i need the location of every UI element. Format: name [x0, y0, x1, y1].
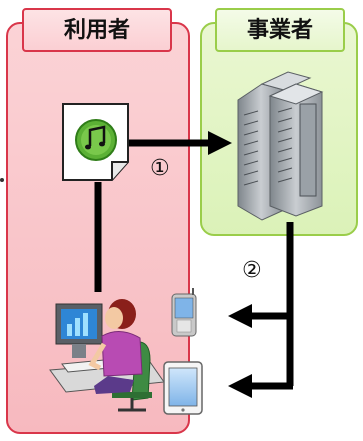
margin-dot — [0, 178, 4, 182]
user-at-computer-icon — [49, 299, 165, 412]
business-panel-label: 事業者 — [215, 8, 345, 52]
flow-lines — [94, 131, 294, 398]
step-1-marker: ① — [150, 156, 170, 181]
music-file-icon — [62, 103, 129, 181]
server-icon — [237, 71, 324, 221]
mobile-phone-icon — [171, 288, 197, 337]
tablet-icon — [163, 361, 203, 415]
step-2-marker: ② — [242, 258, 262, 283]
user-panel-label: 利用者 — [22, 8, 172, 52]
